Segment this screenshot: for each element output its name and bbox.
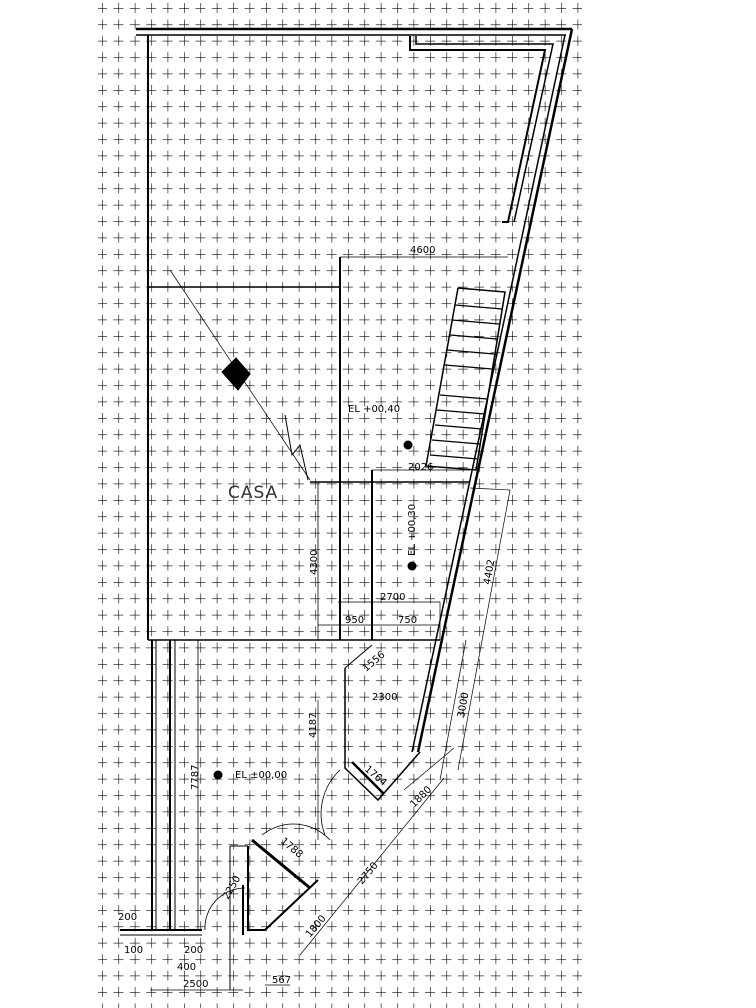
- room-label: CASA: [228, 483, 278, 503]
- dim-label: 4300: [309, 550, 320, 575]
- dim-label: 4600: [410, 245, 435, 256]
- dim-label: 400: [177, 962, 196, 973]
- level-marker-icon: [403, 440, 413, 450]
- dim-label: 7787: [190, 765, 201, 790]
- dim-label: 2300: [372, 692, 397, 703]
- dim-label: 4402: [482, 559, 497, 586]
- level-markers: [213, 440, 417, 780]
- dim-label: 750: [398, 615, 417, 626]
- dim-label: 2500: [183, 979, 208, 990]
- dim-label: 4187: [308, 713, 319, 738]
- level-marker-icon: [407, 561, 417, 571]
- level-label: EL +00,30: [407, 504, 418, 556]
- walls: [120, 27, 574, 991]
- dim-label: 100: [124, 945, 143, 956]
- level-label: EL ±00,00: [235, 770, 287, 781]
- north-arrow-icon: [221, 357, 251, 391]
- dim-label: 2026: [408, 462, 433, 473]
- level-marker-icon: [213, 770, 223, 780]
- dim-label: 950: [345, 615, 364, 626]
- dim-label: 200: [118, 912, 137, 923]
- dim-label: 200: [184, 945, 203, 956]
- dim-label: 2700: [380, 592, 405, 603]
- level-label: EL +00,40: [348, 404, 400, 415]
- dim-label: 3000: [456, 692, 471, 719]
- dim-label: 567: [272, 975, 291, 986]
